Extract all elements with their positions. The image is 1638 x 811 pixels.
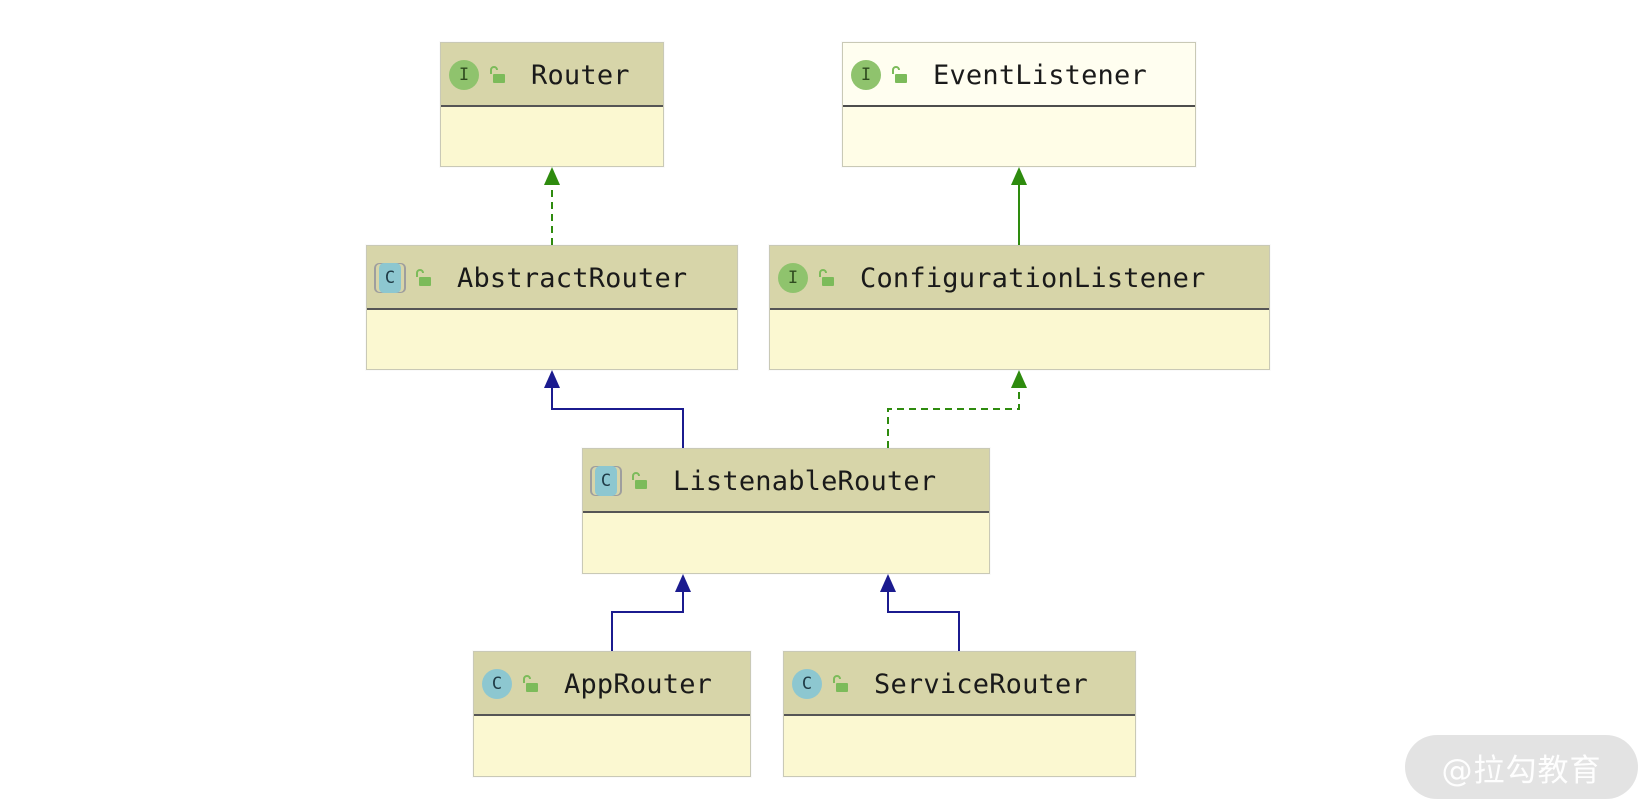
node-title: ListenableRouter bbox=[673, 465, 937, 497]
unlocked-icon bbox=[413, 268, 433, 288]
node-title: Router bbox=[531, 59, 630, 91]
node-header: I ConfigurationListener bbox=[770, 246, 1269, 310]
node-body bbox=[583, 513, 989, 573]
node-header: C AppRouter bbox=[474, 652, 750, 716]
node-header: C ServiceRouter bbox=[784, 652, 1135, 716]
class-icon: C bbox=[482, 669, 512, 699]
class-icon: C bbox=[792, 669, 822, 699]
node-body bbox=[474, 716, 750, 776]
arrowhead bbox=[544, 167, 560, 185]
node-body bbox=[843, 107, 1195, 166]
interface-icon: I bbox=[778, 263, 808, 293]
node-header: C AbstractRouter bbox=[367, 246, 737, 310]
node-abstract-router[interactable]: C AbstractRouter bbox=[366, 245, 738, 370]
edge-line bbox=[887, 375, 1020, 448]
node-body bbox=[441, 107, 663, 166]
node-listenable-router[interactable]: C ListenableRouter bbox=[582, 448, 990, 574]
edge-listenable-router-to-abstract-router bbox=[544, 370, 684, 448]
node-title: AppRouter bbox=[564, 668, 713, 700]
node-header: I EventListener bbox=[843, 43, 1195, 107]
node-configuration-listener[interactable]: I ConfigurationListener bbox=[769, 245, 1270, 370]
watermark: @拉勾教育 bbox=[1405, 735, 1638, 799]
edge-line bbox=[887, 579, 960, 651]
edge-abstract-router-to-router bbox=[544, 167, 560, 245]
edge-service-router-to-listenable-router bbox=[880, 574, 960, 651]
edge-app-router-to-listenable-router bbox=[611, 574, 691, 651]
node-router[interactable]: I Router bbox=[440, 42, 664, 167]
node-body bbox=[784, 716, 1135, 776]
node-title: EventListener bbox=[933, 59, 1147, 91]
node-app-router[interactable]: C AppRouter bbox=[473, 651, 751, 777]
node-title: ServiceRouter bbox=[874, 668, 1088, 700]
interface-icon: I bbox=[851, 60, 881, 90]
unlocked-icon bbox=[816, 268, 836, 288]
edge-configuration-listener-to-event-listener bbox=[1011, 167, 1027, 245]
edge-line bbox=[611, 579, 684, 651]
abstract-class-icon: C bbox=[595, 466, 617, 496]
node-header: I Router bbox=[441, 43, 663, 107]
unlocked-icon bbox=[487, 65, 507, 85]
node-body bbox=[770, 310, 1269, 369]
node-body bbox=[367, 310, 737, 369]
unlocked-icon bbox=[830, 674, 850, 694]
arrowhead bbox=[880, 574, 896, 592]
arrowhead bbox=[1011, 167, 1027, 185]
node-event-listener[interactable]: I EventListener bbox=[842, 42, 1196, 167]
interface-icon: I bbox=[449, 60, 479, 90]
node-title: ConfigurationListener bbox=[860, 262, 1206, 294]
node-title: AbstractRouter bbox=[457, 262, 688, 294]
edge-line bbox=[551, 375, 684, 448]
arrowhead bbox=[675, 574, 691, 592]
arrowhead bbox=[1011, 370, 1027, 388]
abstract-class-icon: C bbox=[379, 263, 401, 293]
edge-listenable-router-to-configuration-listener bbox=[887, 370, 1027, 448]
unlocked-icon bbox=[629, 471, 649, 491]
unlocked-icon bbox=[889, 65, 909, 85]
node-service-router[interactable]: C ServiceRouter bbox=[783, 651, 1136, 777]
arrowhead bbox=[544, 370, 560, 388]
unlocked-icon bbox=[520, 674, 540, 694]
node-header: C ListenableRouter bbox=[583, 449, 989, 513]
